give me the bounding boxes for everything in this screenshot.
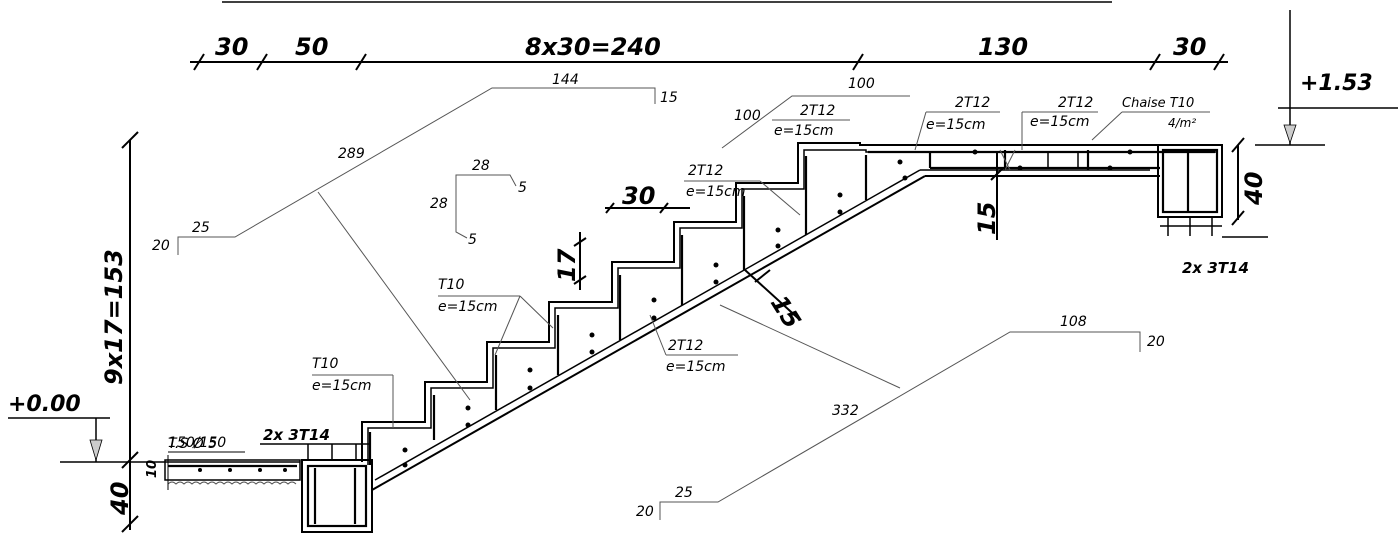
bar-upper-top: 144 (552, 72, 579, 88)
screed-dim: 10 (145, 460, 160, 478)
2t12-top-a-label: 2T12 (800, 103, 835, 119)
mesh-spacing: 150/150 (168, 435, 226, 451)
level-top-label: +1.53 (1300, 71, 1373, 96)
dim-top-4: 130 (978, 33, 1028, 61)
bar-upper-base: 25 (192, 220, 210, 236)
dim-slab-top: 40 (1240, 172, 1268, 206)
2t12-top-c-label: 2T12 (1058, 95, 1093, 111)
bar-upper-leg: 20 (152, 238, 170, 254)
top-dimension-chain: 30 50 8x30=240 130 30 (190, 33, 1228, 71)
rebar-labels: T10 e=15cm T10 e=15cm 2T12 e=15cm 2T12 e… (312, 95, 1210, 428)
level-marker-bottom: +0.00 (8, 392, 300, 463)
stirrup-hook-b: 5 (468, 232, 477, 248)
dim-landing: 15 (973, 202, 1001, 235)
t10-upper-label: T10 (438, 277, 464, 293)
2t12-step-spacing: e=15cm (686, 184, 746, 200)
dim-top-3: 8x30=240 (525, 33, 661, 61)
dim-rise-total: 9x17=153 (100, 249, 128, 385)
mesh-label: T.S Ø 5 (168, 436, 217, 452)
2t12-step-label: 2T12 (688, 163, 723, 179)
bar-lower-base: 25 (675, 485, 693, 501)
bar-top-prefix: 100 (734, 108, 761, 124)
bottom-slab: 10 T.S Ø 5 150/150 (145, 435, 301, 490)
dim-top-2: 50 (295, 33, 328, 61)
bar-shape-upper: 289 144 15 25 20 (152, 72, 678, 401)
step-stirrups (368, 155, 868, 465)
bar-upper-length: 289 (338, 146, 365, 162)
t10-lower-label: T10 (312, 356, 338, 372)
2t12-middle-label: 2T12 (668, 338, 703, 354)
dim-slab-bottom: 40 (106, 482, 134, 516)
stirrup-shape: 28 28 5 5 (430, 158, 527, 248)
beam-bottom-label: 2x 3T14 (263, 426, 330, 444)
bar-lower-leg: 20 (636, 504, 654, 520)
dim-flight-thickness: 15 (765, 290, 806, 333)
bar-top-length: 100 (848, 76, 875, 92)
t10-lower-spacing: e=15cm (312, 378, 372, 394)
level-marker-top: +1.53 (1255, 10, 1398, 146)
2t12-middle-spacing: e=15cm (666, 359, 726, 375)
bar-lower-top: 108 (1060, 314, 1087, 330)
top-beam: 40 2x 3T14 (1157, 137, 1268, 277)
stirrup-top: 28 (472, 158, 490, 174)
beam-top-label: 2x 3T14 (1182, 259, 1249, 277)
bar-lower-hook: 20 (1147, 334, 1165, 350)
dim-step-tread: 30 (622, 182, 655, 210)
bar-shape-lower: 332 108 20 25 20 (636, 304, 1165, 520)
stirrup-hook-a: 5 (518, 180, 527, 196)
bottom-beam: 2x 3T14 (260, 426, 373, 533)
chaise-label: Chaise T10 (1122, 96, 1194, 111)
level-bottom-label: +0.00 (8, 392, 81, 417)
dim-top-5: 30 (1173, 33, 1206, 61)
landing-thickness-dim: 15 (973, 152, 1004, 240)
flight-rebar-dots (402, 159, 908, 468)
2t12-top-b-label: 2T12 (955, 95, 990, 111)
stirrup-side: 28 (430, 196, 448, 212)
chaise-spacing: 4/m² (1168, 116, 1196, 130)
dim-top-1: 30 (215, 33, 248, 61)
2t12-top-a-spacing: e=15cm (774, 123, 834, 139)
stair-flight (361, 142, 1222, 532)
2t12-top-c-spacing: e=15cm (1030, 114, 1090, 130)
dim-step-riser: 17 (553, 248, 581, 282)
bar-lower-length: 332 (832, 403, 859, 419)
bar-shape-top: 100 100 (721, 76, 910, 149)
2t12-top-b-spacing: e=15cm (926, 117, 986, 133)
rise-dimension: 9x17=153 40 (100, 131, 139, 533)
bar-upper-hook: 15 (660, 90, 678, 106)
t10-upper-spacing: e=15cm (438, 299, 498, 315)
